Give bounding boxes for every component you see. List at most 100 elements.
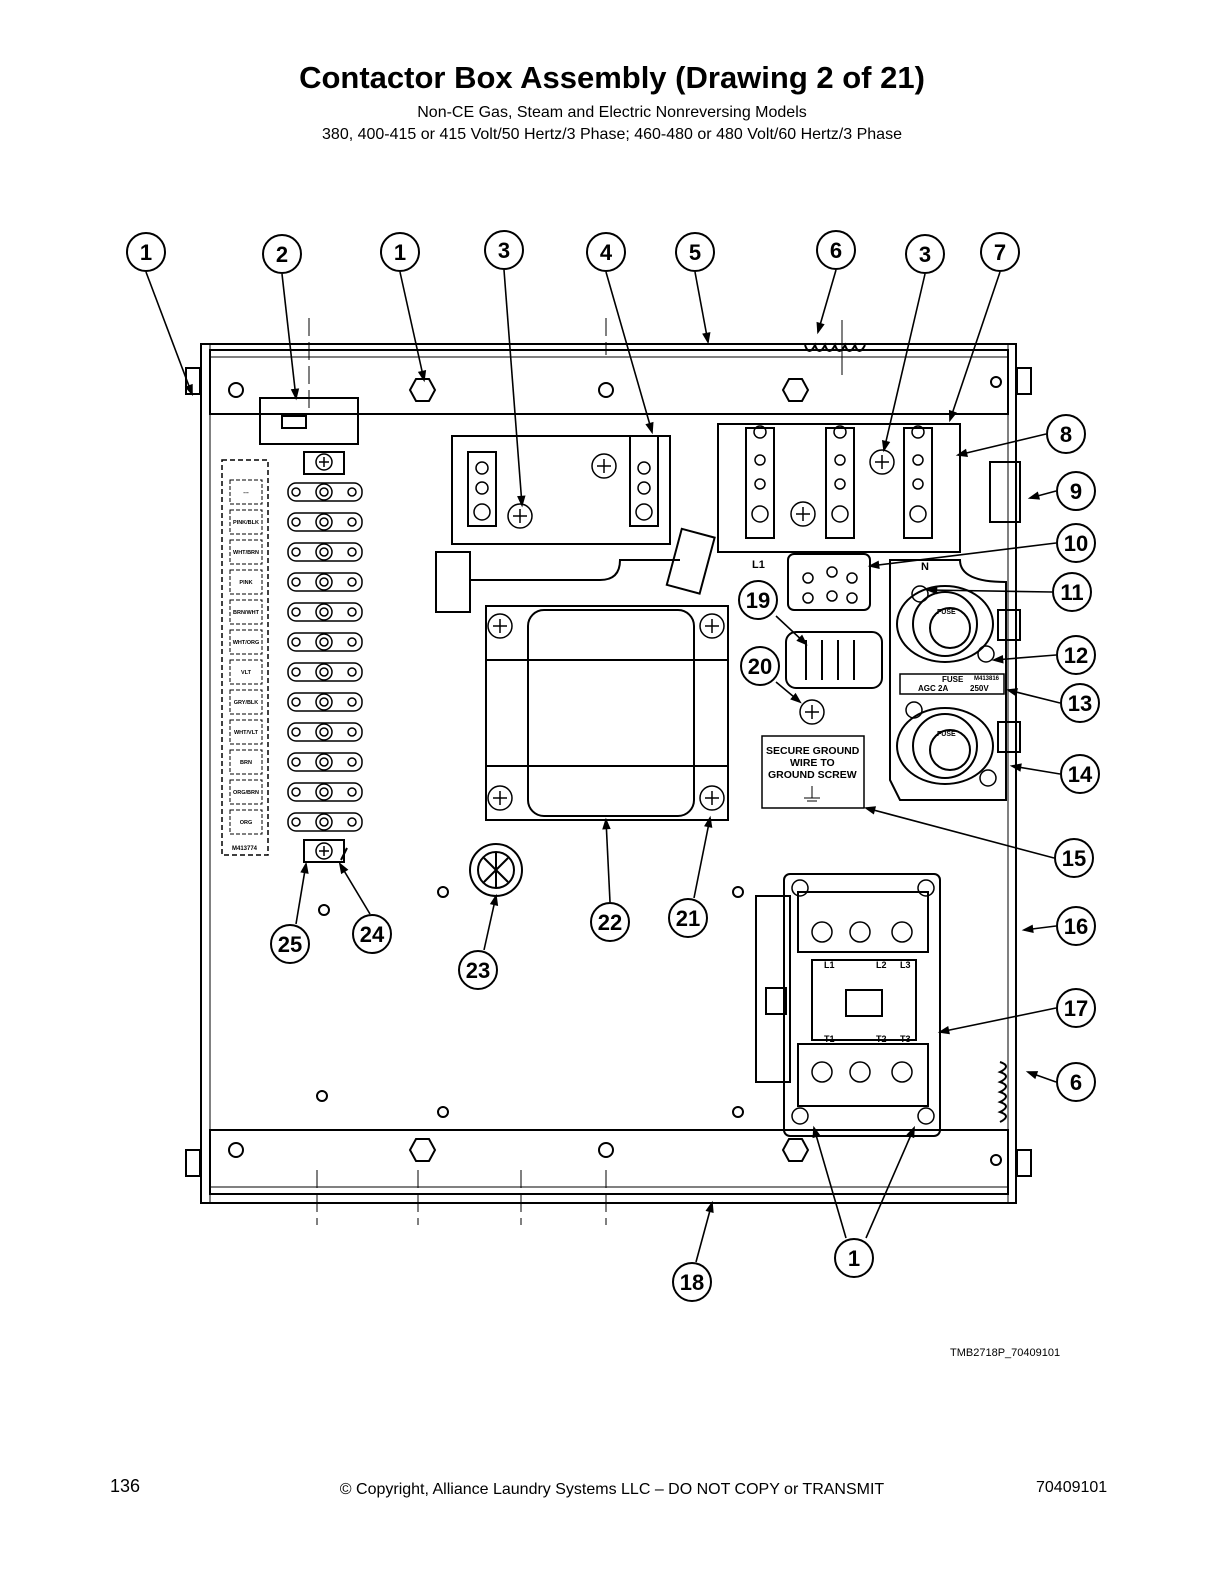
callout-number: 18 bbox=[680, 1270, 704, 1295]
callout-bubble bbox=[1060, 754, 1100, 794]
callout-bubble bbox=[816, 230, 856, 270]
callout-number: 21 bbox=[676, 906, 700, 931]
fuse-cap-text: FUSE bbox=[937, 609, 956, 616]
callout-bubble bbox=[1056, 523, 1096, 563]
strip-wire-label: WHT/BRN bbox=[233, 550, 259, 556]
callout-number: 23 bbox=[466, 958, 490, 983]
strip-wire-label: PINK/BLK bbox=[233, 520, 259, 526]
callout-bubble bbox=[1060, 683, 1100, 723]
strip-wire-label: GRY/BLK bbox=[234, 700, 259, 706]
callout-bubble bbox=[1056, 988, 1096, 1028]
contactor-t1: T1 bbox=[824, 1034, 835, 1044]
callout-bubble bbox=[675, 232, 715, 272]
callout-bubble bbox=[484, 230, 524, 270]
callout-number: 3 bbox=[919, 242, 931, 267]
callout-number: 4 bbox=[600, 240, 613, 265]
strip-wire-label: BRN/WHT bbox=[233, 610, 260, 616]
n-tag: N bbox=[921, 561, 929, 573]
contactor-t2: T2 bbox=[876, 1034, 887, 1044]
callout-bubble bbox=[586, 232, 626, 272]
document-number: 70409101 bbox=[1036, 1479, 1108, 1496]
snap-terminal bbox=[259, 397, 359, 445]
fuse-label-title: FUSE bbox=[942, 675, 964, 684]
contactor bbox=[783, 873, 941, 1137]
callout-number: 9 bbox=[1070, 479, 1082, 504]
callout-bubble bbox=[738, 580, 778, 620]
callout-bubble bbox=[1056, 471, 1096, 511]
copyright-notice: © Copyright, Alliance Laundry Systems LL… bbox=[339, 1481, 885, 1498]
callout-number: 1 bbox=[394, 240, 406, 265]
strip-wire-label: WHT/ORG bbox=[233, 640, 260, 646]
callout-number: 6 bbox=[830, 238, 842, 263]
strip-wire-label: ORG/BRN bbox=[233, 790, 259, 796]
callout-number: 17 bbox=[1064, 996, 1088, 1021]
callout-bubble bbox=[980, 232, 1020, 272]
fuse-cap-text: FUSE bbox=[937, 731, 956, 738]
callout-bubble bbox=[672, 1262, 712, 1302]
strip-wire-label: ORG bbox=[240, 820, 253, 826]
callout-bubble bbox=[458, 950, 498, 990]
callout-bubble bbox=[1056, 635, 1096, 675]
callout-bubble bbox=[1054, 838, 1094, 878]
contactor-l2: L2 bbox=[876, 960, 887, 970]
contactor-l3: L3 bbox=[900, 960, 911, 970]
callout-number: 7 bbox=[994, 240, 1006, 265]
callout-number: 1 bbox=[848, 1246, 860, 1271]
callout-number: 12 bbox=[1064, 643, 1088, 668]
strip-wire-label: BRN bbox=[240, 760, 252, 766]
callout-number: 8 bbox=[1060, 422, 1072, 447]
callout-number: 25 bbox=[278, 932, 302, 957]
contactor-t3: T3 bbox=[900, 1034, 911, 1044]
strip-wire-label: VLT bbox=[241, 670, 252, 676]
panel-outline bbox=[200, 343, 1017, 1204]
drawing-id: TMB2718P_70409101 bbox=[950, 1347, 1061, 1359]
fuse-label-voltage: 250V bbox=[970, 684, 989, 693]
callout-bubble bbox=[270, 924, 310, 964]
fuse-label-rating: AGC 2A bbox=[918, 684, 948, 693]
fuse-terminal-block bbox=[717, 423, 961, 553]
callout-number: 2 bbox=[276, 242, 288, 267]
power-terminal-block bbox=[451, 435, 671, 545]
bottom-mounting-rail bbox=[209, 1129, 1009, 1195]
callout-bubble bbox=[1046, 414, 1086, 454]
callout-number: 3 bbox=[498, 238, 510, 263]
ground-label-line-1: SECURE GROUND bbox=[766, 745, 860, 757]
fuse-label-part: M413816 bbox=[974, 676, 1000, 682]
callout-number: 24 bbox=[360, 922, 385, 947]
ground-label bbox=[761, 735, 865, 809]
strip-wire-label: PINK bbox=[239, 580, 252, 586]
strip-wire-label: --- bbox=[243, 490, 249, 496]
page-number: 136 bbox=[110, 1476, 141, 1496]
callout-number: 20 bbox=[748, 654, 772, 679]
transformer bbox=[485, 605, 729, 821]
callout-number: 14 bbox=[1068, 762, 1093, 787]
callout-bubble bbox=[262, 234, 302, 274]
ground-label-line-3: GROUND SCREW bbox=[768, 769, 857, 781]
callout-number: 1 bbox=[140, 240, 152, 265]
callout-number: 19 bbox=[746, 588, 770, 613]
callout-bubble bbox=[1056, 906, 1096, 946]
callout-number: 11 bbox=[1060, 580, 1083, 605]
callout-number: 5 bbox=[689, 240, 701, 265]
receptacle-connector bbox=[785, 631, 883, 689]
callout-bubble bbox=[668, 898, 708, 938]
callout-bubble bbox=[1052, 572, 1092, 612]
callout-number: 22 bbox=[598, 910, 622, 935]
page-title: Contactor Box Assembly (Drawing 2 of 21) bbox=[299, 60, 925, 95]
subtitle-models: Non-CE Gas, Steam and Electric Nonrevers… bbox=[417, 104, 807, 121]
callout-bubble bbox=[126, 232, 166, 272]
fuse-panel bbox=[889, 559, 1007, 801]
plug-connector bbox=[787, 553, 871, 611]
callout-bubble bbox=[740, 646, 780, 686]
contactor-l1: L1 bbox=[824, 960, 835, 970]
callout-number: 10 bbox=[1064, 531, 1088, 556]
callout-number: 13 bbox=[1068, 691, 1092, 716]
callout-bubble bbox=[834, 1238, 874, 1278]
subtitle-voltage: 380, 400-415 or 415 Volt/50 Hertz/3 Phas… bbox=[322, 126, 902, 143]
callout-bubble bbox=[380, 232, 420, 272]
callout-bubble bbox=[905, 234, 945, 274]
callout-bubble bbox=[352, 914, 392, 954]
callout-bubble bbox=[1056, 1062, 1096, 1102]
callout-number: 15 bbox=[1062, 846, 1086, 871]
